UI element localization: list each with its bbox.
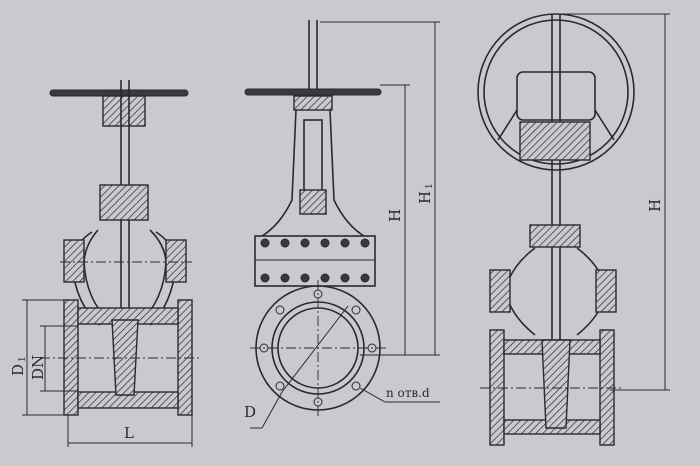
left-valve-view: D 1 DN L xyxy=(9,80,200,447)
d-label: D xyxy=(244,403,256,421)
h1-subscript: 1 xyxy=(425,183,435,189)
d1-subscript: 1 xyxy=(18,356,28,362)
l-label: L xyxy=(124,424,134,442)
gearbox xyxy=(516,71,596,121)
handwheel xyxy=(477,13,635,171)
flange-right xyxy=(599,329,615,446)
flange-left xyxy=(63,299,79,416)
body-flange-band xyxy=(254,235,376,287)
flange-right xyxy=(177,299,193,416)
right-valve-view: H xyxy=(477,13,670,446)
bonnet-bolt-right xyxy=(165,239,187,283)
gate-wedge xyxy=(111,319,139,396)
middle-valve-view: H H 1 D n отв.d xyxy=(244,20,440,429)
bonnet-bolt-left xyxy=(63,239,85,283)
d1-label: D xyxy=(9,364,27,376)
h-label-right: H xyxy=(646,199,664,212)
dn-label: DN xyxy=(29,355,47,380)
handwheel-bar xyxy=(244,88,382,96)
gland xyxy=(99,184,149,221)
h1-label: H xyxy=(416,191,434,204)
holes-label: n отв.d xyxy=(386,386,430,400)
flange-left xyxy=(489,329,505,446)
handwheel-bar xyxy=(49,89,189,97)
h-label-middle: H xyxy=(386,209,404,222)
stem-nut xyxy=(102,95,146,127)
gate-wedge xyxy=(541,339,571,429)
